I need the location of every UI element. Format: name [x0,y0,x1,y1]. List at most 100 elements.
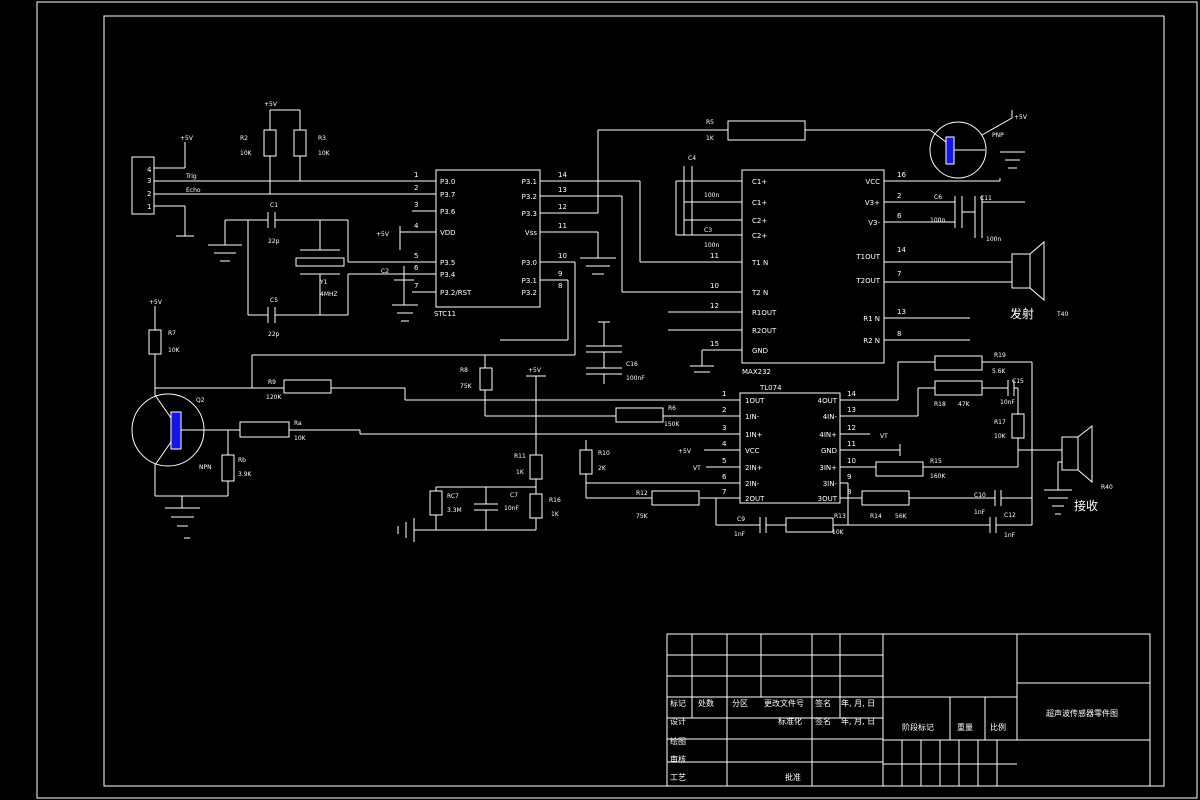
svg-text:10K: 10K [832,529,845,536]
pnp-transistor: PNP +5V [929,110,1028,179]
max232-pin-name: R1 N [863,315,880,323]
max232-pin-number: 14 [897,246,906,254]
svg-text:Trig: Trig [185,173,197,180]
tl074-pin-name: 1OUT [745,397,765,405]
mcu-pin-number: 11 [558,222,567,230]
svg-text:R10: R10 [598,450,610,457]
tl074-pin-name: VCC [745,447,760,455]
mcu-pin-number: 5 [414,252,418,260]
svg-text:C2: C2 [381,268,389,275]
tl074-pin-number: 8 [847,488,851,496]
resistor-rc7 [429,490,443,516]
mcu-pin-number: 9 [558,270,562,278]
svg-text:C12: C12 [1004,512,1016,519]
svg-text:C16: C16 [626,361,638,368]
svg-text:100n: 100n [930,217,945,224]
svg-text:1: 1 [147,203,151,211]
svg-text:4MHZ: 4MHZ [320,291,338,298]
max232-pin-number: 6 [897,212,902,220]
max232-pin-name: C2+ [752,217,767,225]
svg-text:100n: 100n [704,242,719,249]
svg-text:75K: 75K [460,383,473,390]
max232-pin-number: 10 [710,282,719,290]
svg-text:发射: 发射 [1010,306,1034,321]
svg-text:R14: R14 [870,513,882,520]
svg-text:C6: C6 [934,194,942,201]
svg-text:MAX232: MAX232 [742,368,771,376]
mcu-pin-number: 12 [558,203,567,211]
max232-pump-caps: C4 100n C3 100n [668,155,742,373]
svg-text:10nF: 10nF [504,505,519,512]
svg-text:标记: 标记 [670,698,686,708]
tl074-pin-number: 13 [847,406,856,414]
max232-pin-name: V3- [868,219,880,227]
resistor-r18 [934,380,983,396]
mcu-pin-number: 3 [414,201,418,209]
tl074-pin-number: 7 [722,488,726,496]
svg-text:R15: R15 [930,458,942,465]
tl074-pin-number: 5 [722,457,726,465]
mcu-pin-number: 8 [558,282,562,290]
resistor-r9 [283,379,332,394]
max232-pin-name: C2+ [752,232,767,240]
max232-pin-name: T2OUT [855,277,880,285]
svg-text:年, 月, 日: 年, 月, 日 [841,698,875,708]
resistor-r10 [579,449,593,475]
bias-network: +5V R11 1K R16 1K RC7 3.3M C7 10nF [397,367,561,542]
svg-text:批准: 批准 [785,772,801,782]
tl074-pin-name: GND [821,447,837,455]
max232-pin-number: 12 [710,302,719,310]
resistor-r13 [785,517,834,533]
svg-text:C15: C15 [1012,378,1024,385]
resistor-r19 [934,355,983,371]
tl074-pin-name: 4IN- [823,413,838,421]
svg-text:R19: R19 [994,352,1006,359]
resistor-r3 [293,129,307,157]
svg-text:47K: 47K [958,401,971,408]
npn-transistor-q2: +5V R7 10K Q2 NPN Rb 3.9K Ra 10K R [131,299,740,539]
resistor-r16 [529,493,543,519]
inner-frame [103,15,1165,787]
tl074-pin-number: 4 [722,440,727,448]
svg-text:1K: 1K [516,469,525,476]
svg-text:设计: 设计 [670,716,686,726]
svg-text:VT: VT [693,465,701,472]
svg-text:R7: R7 [168,330,176,337]
resistor-r11 [529,454,543,480]
tl074-pin-name: 2IN- [745,480,760,488]
tl074-pin-name: 3OUT [818,495,838,503]
resistor-r5 [727,120,806,141]
max232-pin-name: R2 N [863,337,880,345]
svg-text:绘图: 绘图 [670,736,686,746]
mcu-vdd: +5V [376,226,436,250]
svg-text:C10: C10 [974,492,986,499]
mcu-pin-name: P3.3 [522,210,537,218]
opamp-input-network: R8 75K R6 150K +5V VT R10 2K R12 75K [460,367,740,520]
svg-text:TL074: TL074 [759,384,782,392]
resistor-r6 [615,407,664,423]
tl074-pin-number: 10 [847,457,856,465]
svg-text:160K: 160K [930,473,946,480]
max232-pin-name: V3+ [865,199,880,207]
svg-text:Rb: Rb [238,457,246,464]
capacitor-c16: C16 100nF [586,321,645,384]
resistor-r14 [861,490,910,506]
crystal-oscillator: C1 22p C5 22p Y1 4MHZ C2 [208,202,436,338]
mcu-pin-name: P3.1 [522,178,537,186]
svg-text:R8: R8 [460,367,468,374]
tl074-pin-name: 2IN+ [745,464,763,472]
svg-text:审核: 审核 [670,754,686,764]
tl074-pin-name: 3IN- [823,480,838,488]
tl074-pin-number: 3 [722,424,726,432]
svg-text:+5V: +5V [149,299,163,306]
max232-pin-name: VCC [865,178,880,186]
svg-text:C5: C5 [270,297,278,304]
svg-text:3.9K: 3.9K [238,471,253,478]
title-block: 标记 处数 分区 更改文件号 签名 年, 月, 日 设计 标准化 签名 年, 月… [666,633,1151,787]
svg-text:56K: 56K [895,513,908,520]
svg-text:2K: 2K [598,465,607,472]
resistor-r8 [479,367,493,391]
svg-text:10K: 10K [168,347,181,354]
max232-pin-name: C1+ [752,178,767,186]
max232-pin-name: R1OUT [752,309,777,317]
